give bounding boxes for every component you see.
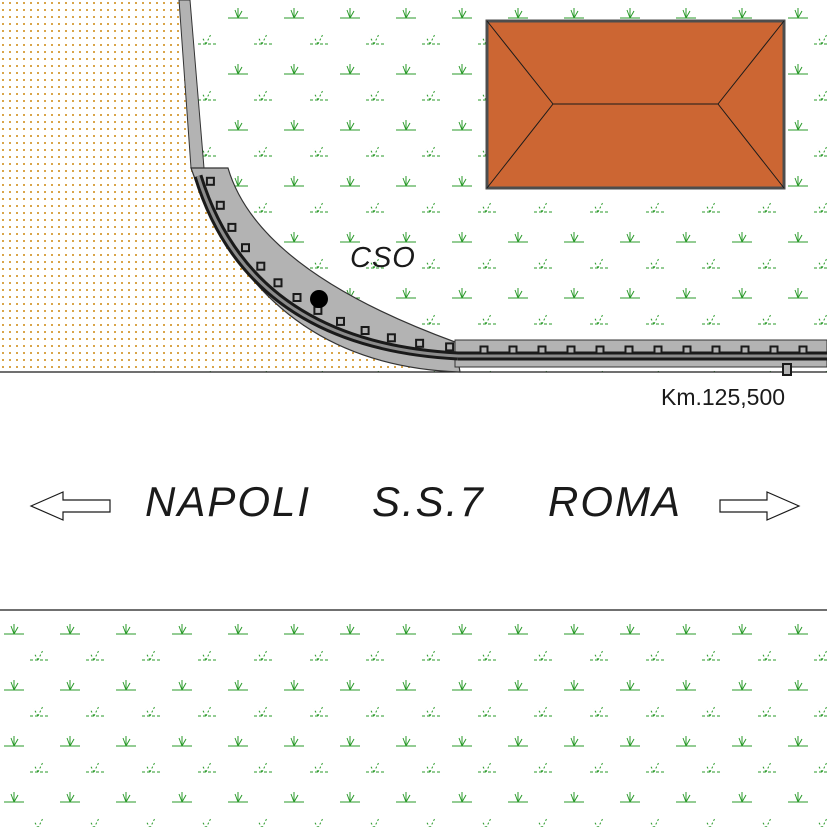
east-destination-label: ROMA [548, 478, 682, 525]
guardrail-post [508, 345, 518, 355]
guardrail-post [273, 278, 283, 288]
arrow-right-icon [719, 491, 801, 521]
grass-field-south [0, 610, 827, 827]
guardrail-post [227, 222, 237, 232]
arrow-left-icon [29, 491, 111, 521]
guardrail-post [241, 243, 250, 253]
guardrail-post [769, 345, 779, 355]
guardrail-post [624, 345, 634, 355]
road-name-label: S.S.7 [372, 478, 485, 525]
guardrail-post [313, 305, 323, 315]
guardrail-post [445, 342, 455, 352]
cso-point [310, 290, 328, 308]
guardrail-post [205, 176, 215, 186]
building-roof [485, 19, 786, 190]
guardrail-post [682, 345, 692, 355]
guardrail-post [479, 345, 489, 355]
cso-label: CSO [350, 242, 416, 274]
guardrail-post [537, 345, 547, 355]
guardrail-post [711, 345, 721, 355]
guardrail-post [386, 333, 396, 343]
guardrail-post [360, 326, 370, 335]
guardrail-post [336, 316, 345, 326]
km-marker-post [782, 363, 792, 376]
guardrail-post [653, 345, 663, 355]
guardrail-post [292, 293, 302, 302]
guardrail-post [215, 200, 225, 210]
guardrail-post [256, 261, 266, 271]
guardrail-post [798, 345, 808, 355]
guardrail-posts [205, 176, 808, 355]
km-marker-label: Km.125,500 [661, 384, 786, 410]
guardrail-post [566, 345, 576, 355]
west-destination-label: NAPOLI [145, 478, 312, 525]
guardrail-post [415, 338, 425, 348]
guardrail-post [740, 345, 750, 355]
guardrail-post [595, 345, 605, 355]
